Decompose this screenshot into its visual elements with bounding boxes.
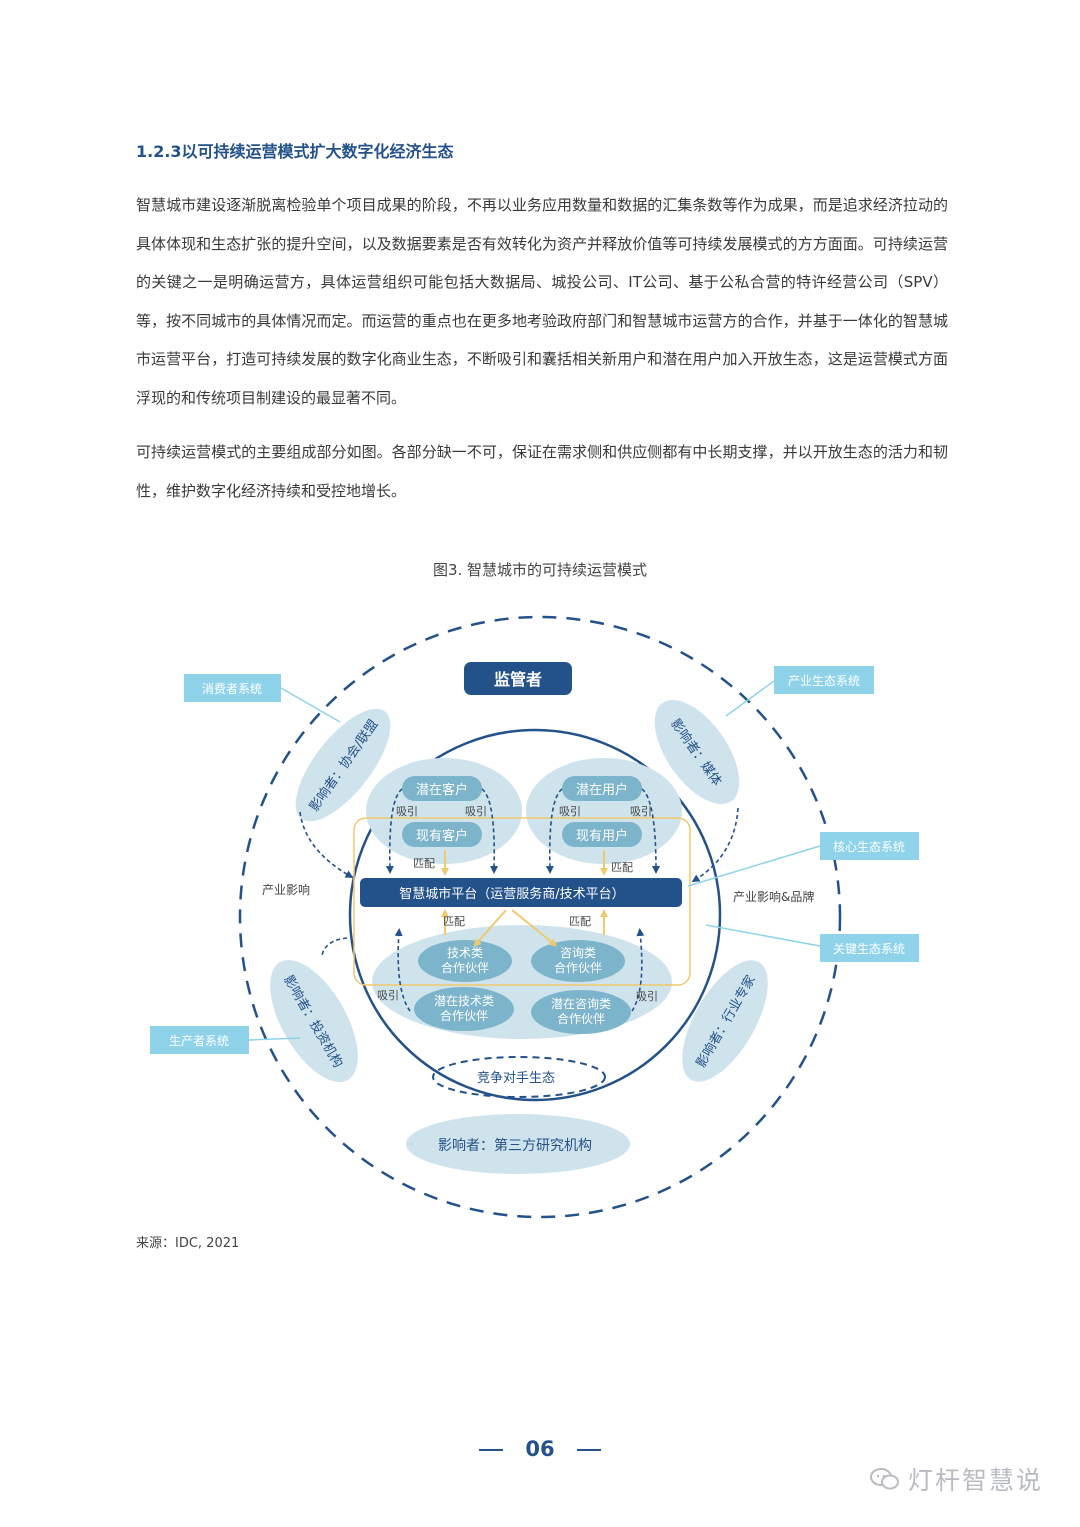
svg-text:生产者系统: 生产者系统 <box>169 1034 229 1048</box>
user-group <box>526 758 682 864</box>
arrow-user-left <box>545 788 563 874</box>
callout-producer-system: 生产者系统 <box>150 1026 249 1054</box>
watermark-text: 灯杆智慧说 <box>908 1466 1044 1495</box>
attract-label-1: 吸引 <box>396 804 418 818</box>
match-label-4: 匹配 <box>569 915 591 928</box>
svg-text:合作伙伴: 合作伙伴 <box>557 1011 605 1026</box>
svg-text:现有客户: 现有客户 <box>416 828 468 844</box>
callout-key-eco-system: 关键生态系统 <box>820 934 919 962</box>
svg-text:关键生态系统: 关键生态系统 <box>833 942 905 956</box>
partner-group <box>372 925 672 1039</box>
callout-industry-eco-system: 产业生态系统 <box>774 666 874 694</box>
page-number-block: 06 <box>0 1437 1080 1461</box>
regulator-box <box>464 662 572 695</box>
attract-label-6: 吸引 <box>636 989 658 1003</box>
arrow-customer-right <box>481 788 499 874</box>
existing-user: 现有用户 <box>562 822 642 847</box>
svg-text:合作伙伴: 合作伙伴 <box>441 960 489 975</box>
customer-group <box>366 758 522 864</box>
body-paragraph-1: 智慧城市建设逐渐脱离检验单个项目成果的阶段，不再以业务应用数量和数据的汇集条数等… <box>136 196 948 407</box>
industry-influence-brand-label: 产业影响&品牌 <box>733 889 814 904</box>
core-ecosystem-frame <box>353 817 691 986</box>
competitor-ecosystem <box>432 1056 606 1098</box>
platform-label: 智慧城市平台（运营服务商/技术平台） <box>399 886 624 902</box>
wechat-icon <box>870 1467 900 1497</box>
influencer-expert: 影响者：行业专家 <box>682 960 768 1082</box>
arrow-influence-left-top <box>299 811 354 879</box>
svg-text:咨询类: 咨询类 <box>560 945 596 960</box>
outer-ecosystem-circle <box>238 615 842 1219</box>
attract-label-5: 吸引 <box>377 988 399 1002</box>
influencer-research: 影响者：第三方研究机构 <box>406 1114 630 1174</box>
industry-influence-label: 产业影响 <box>262 882 310 897</box>
arrow-partner-right <box>631 928 645 1012</box>
section-title: 1.2.3以可持续运营模式扩大数字化经济生态 <box>136 142 454 161</box>
competitor-label: 竞争对手生态 <box>477 1070 555 1086</box>
potential-user: 潜在用户 <box>562 776 642 801</box>
svg-text:现有用户: 现有用户 <box>576 828 628 844</box>
existing-customer: 现有客户 <box>402 822 482 847</box>
svg-text:核心生态系统: 核心生态系统 <box>833 840 905 854</box>
regulator-label: 监管者 <box>494 670 542 689</box>
arrow-customer-left <box>385 788 403 874</box>
svg-text:产业生态系统: 产业生态系统 <box>788 674 860 688</box>
potential-tech-partner: 潜在技术类 合作伙伴 <box>414 987 514 1031</box>
svg-text:潜在客户: 潜在客户 <box>416 782 468 798</box>
attract-label-4: 吸引 <box>630 804 652 818</box>
potential-customer: 潜在客户 <box>402 776 482 801</box>
page-dash-right <box>576 1449 601 1451</box>
attract-label-3: 吸引 <box>559 804 581 818</box>
match-label-3: 匹配 <box>443 915 465 928</box>
influencer-media: 影响者：媒体 <box>654 699 740 805</box>
callout-consumer-system: 消费者系统 <box>184 674 281 702</box>
figure-caption: 图3. 智慧城市的可持续运营模式 <box>432 561 648 579</box>
svg-text:潜在用户: 潜在用户 <box>576 782 628 798</box>
figure-source: 来源：IDC, 2021 <box>136 1236 240 1251</box>
match-label-2: 匹配 <box>611 861 633 874</box>
svg-text:技术类: 技术类 <box>447 946 483 960</box>
watermark: 灯杆智慧说 <box>870 1461 1043 1497</box>
body-paragraph-2: 可持续运营模式的主要组成部分如图。各部分缺一不可，保证在需求侧和供应侧都有中长期… <box>136 443 948 500</box>
callout-core-eco-system: 核心生态系统 <box>820 832 919 860</box>
arrow-influence-right-top <box>691 807 739 883</box>
match-arrow-platform-consult <box>511 909 558 947</box>
consult-partner: 咨询类 合作伙伴 <box>531 940 625 982</box>
arrow-user-right <box>641 788 660 874</box>
svg-text:合作伙伴: 合作伙伴 <box>554 960 602 975</box>
tech-partner: 技术类 合作伙伴 <box>418 940 512 982</box>
match-arrow-platform-tech <box>473 909 507 947</box>
inner-ecosystem-circle <box>348 728 722 1102</box>
potential-consult-partner: 潜在咨询类 合作伙伴 <box>531 990 631 1034</box>
attract-label-2: 吸引 <box>465 804 487 818</box>
svg-text:消费者系统: 消费者系统 <box>202 682 262 696</box>
platform-bar <box>360 878 682 907</box>
svg-text:影响者：第三方研究机构: 影响者：第三方研究机构 <box>438 1137 592 1154</box>
match-label-1: 匹配 <box>413 857 435 870</box>
svg-text:潜在咨询类: 潜在咨询类 <box>551 996 611 1011</box>
page-number: 06 <box>525 1437 555 1461</box>
svg-text:合作伙伴: 合作伙伴 <box>440 1008 488 1023</box>
svg-text:潜在技术类: 潜在技术类 <box>434 994 494 1008</box>
sustainable-operation-diagram: 监管者 影响者：协会/联盟 影响者：媒体 影响者：投资机构 影响者：行业专家 影… <box>150 615 919 1219</box>
page-dash-left <box>479 1449 504 1451</box>
arrow-influence-left-bottom <box>321 937 348 956</box>
